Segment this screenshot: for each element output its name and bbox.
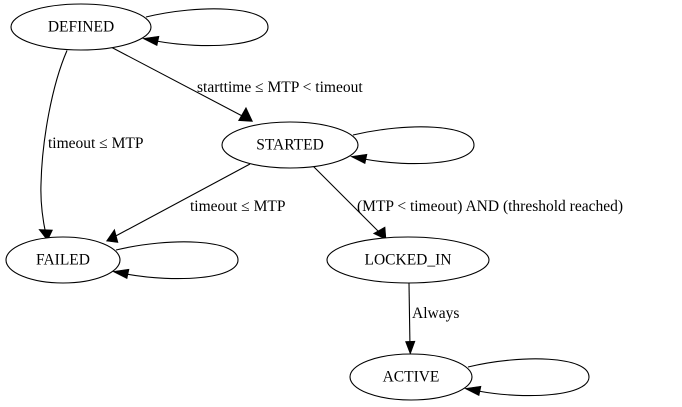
edge-started-to-locked-in[interactable] [312, 165, 387, 240]
arrowhead-locked-in-to-active [405, 340, 416, 355]
arrowhead-defined-to-started [237, 106, 253, 122]
edge-locked-in-to-active[interactable] [405, 283, 416, 355]
node-failed-ellipse [5, 236, 121, 284]
node-started-label: STARTED [256, 137, 324, 154]
node-locked-in-label: LOCKED_IN [365, 252, 452, 269]
node-locked-in[interactable]: LOCKED_IN [326, 236, 490, 284]
self-loop-started[interactable] [350, 126, 475, 165]
arrowhead-self-loop-active [464, 385, 482, 397]
arrowhead-self-loop-started [350, 153, 368, 165]
node-active-ellipse [349, 353, 473, 401]
node-defined[interactable]: DEFINED [10, 3, 152, 51]
self-loop-active[interactable] [464, 358, 590, 397]
arrowhead-defined-to-failed [38, 229, 53, 242]
edge-label-defined-to-started: starttime ≤ MTP < timeout [197, 79, 363, 96]
self-loop-defined[interactable] [142, 8, 269, 47]
edge-started-to-failed[interactable] [105, 163, 251, 243]
arrowhead-started-to-failed [105, 228, 119, 243]
arrowhead-self-loop-defined [142, 35, 160, 47]
node-failed-label: FAILED [36, 252, 90, 269]
node-defined-ellipse [10, 3, 152, 51]
node-locked-in-ellipse [326, 236, 490, 284]
edge-label-locked-in-to-active: Always [412, 305, 459, 322]
arrowhead-started-to-locked-in [372, 226, 387, 240]
node-defined-label: DEFINED [48, 19, 114, 36]
self-loop-failed[interactable] [112, 241, 239, 280]
node-failed[interactable]: FAILED [5, 236, 121, 284]
edge-label-defined-to-failed: timeout ≤ MTP [48, 135, 143, 152]
edge-label-started-to-failed: timeout ≤ MTP [190, 198, 285, 215]
edge-defined-to-failed[interactable] [38, 50, 68, 242]
node-active-label: ACTIVE [383, 369, 440, 386]
node-started-ellipse [221, 121, 359, 169]
arrowhead-self-loop-failed [112, 268, 130, 280]
node-active[interactable]: ACTIVE [349, 353, 473, 401]
node-started[interactable]: STARTED [221, 121, 359, 169]
edge-label-started-to-locked-in: (MTP < timeout) AND (threshold reached) [357, 198, 623, 215]
edge-defined-to-started[interactable] [109, 46, 253, 122]
